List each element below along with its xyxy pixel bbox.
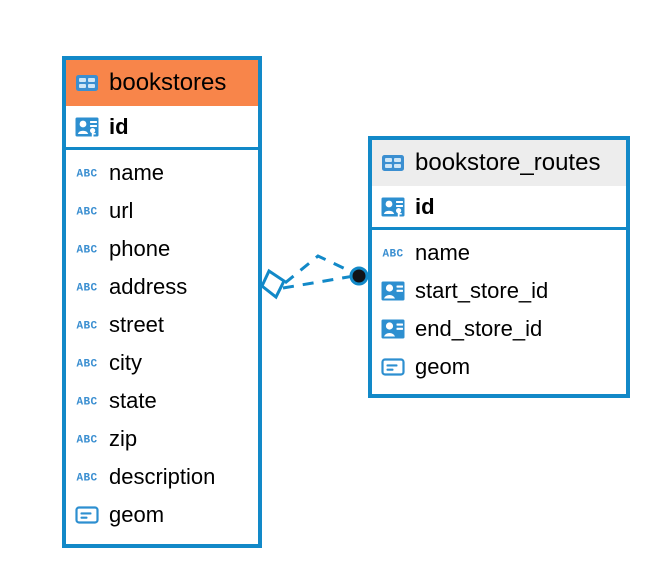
field-row-description[interactable]: ABC description xyxy=(66,458,258,496)
field-row-phone[interactable]: ABC phone xyxy=(66,230,258,268)
field-row-city[interactable]: ABC city xyxy=(66,344,258,382)
field-row-start-store-id[interactable]: start_store_id xyxy=(372,272,626,310)
entity-bookstores[interactable]: bookstores id xyxy=(62,56,262,548)
abc-icon: ABC xyxy=(74,274,100,300)
field-label: state xyxy=(109,388,157,413)
table-icon xyxy=(74,70,100,96)
field-row-end-store-id[interactable]: end_store_id xyxy=(372,310,626,348)
abc-icon: ABC xyxy=(74,312,100,338)
field-row-state[interactable]: ABC state xyxy=(66,382,258,420)
field-label: address xyxy=(109,274,188,299)
primary-key-icon xyxy=(380,194,406,220)
field-row-primary-key[interactable]: id xyxy=(66,106,258,150)
abc-icon: ABC xyxy=(74,160,100,186)
svg-text:ABC: ABC xyxy=(76,435,97,447)
foreign-key-icon xyxy=(380,316,406,342)
abc-icon: ABC xyxy=(380,240,406,266)
field-label: street xyxy=(109,312,165,337)
abc-icon: ABC xyxy=(74,198,100,224)
entity-title: bookstore_routes xyxy=(415,149,601,176)
foreign-key-icon xyxy=(380,278,406,304)
field-row-address[interactable]: ABC address xyxy=(66,268,258,306)
field-row-geom[interactable]: geom xyxy=(66,496,258,534)
field-label: zip xyxy=(109,426,138,451)
field-label: name xyxy=(109,160,165,185)
entity-header-bookstores[interactable]: bookstores xyxy=(66,60,258,106)
field-list-bookstores: ABC name ABC url ABC pho xyxy=(66,150,258,538)
field-label: geom xyxy=(109,502,165,527)
field-row-name[interactable]: ABC name xyxy=(66,154,258,192)
field-label: id xyxy=(109,113,129,139)
field-label: start_store_id xyxy=(415,278,549,303)
field-label: geom xyxy=(415,354,471,379)
field-label: city xyxy=(109,350,142,375)
field-row-geom[interactable]: geom xyxy=(372,348,626,386)
abc-icon: ABC xyxy=(74,350,100,376)
field-row-zip[interactable]: ABC zip xyxy=(66,420,258,458)
relationship-line-upper xyxy=(284,254,355,285)
svg-text:ABC: ABC xyxy=(76,321,97,333)
field-label: name xyxy=(415,240,471,265)
svg-text:ABC: ABC xyxy=(76,169,97,181)
field-label: end_store_id xyxy=(415,316,543,341)
entity-title: bookstores xyxy=(109,69,227,96)
geometry-icon xyxy=(380,354,406,380)
field-label: url xyxy=(109,198,134,223)
abc-icon: ABC xyxy=(74,426,100,452)
table-icon xyxy=(380,150,406,176)
field-row-street[interactable]: ABC street xyxy=(66,306,258,344)
abc-icon: ABC xyxy=(74,388,100,414)
field-label: phone xyxy=(109,236,171,261)
field-row-name[interactable]: ABC name xyxy=(372,234,626,272)
relationship-line-lower xyxy=(282,274,355,290)
svg-text:ABC: ABC xyxy=(76,207,97,219)
svg-text:ABC: ABC xyxy=(76,397,97,409)
svg-text:ABC: ABC xyxy=(76,245,97,257)
primary-key-icon xyxy=(74,114,100,140)
field-row-url[interactable]: ABC url xyxy=(66,192,258,230)
svg-text:ABC: ABC xyxy=(382,249,403,261)
svg-text:ABC: ABC xyxy=(76,359,97,371)
field-list-bookstore-routes: ABC name start_store_id xyxy=(372,230,626,390)
svg-text:ABC: ABC xyxy=(76,283,97,295)
relationship-diamond-marker xyxy=(260,268,286,300)
svg-text:ABC: ABC xyxy=(76,473,97,485)
entity-bookstore-routes[interactable]: bookstore_routes id xyxy=(368,136,630,398)
entity-header-bookstore-routes[interactable]: bookstore_routes xyxy=(372,140,626,186)
geometry-icon xyxy=(74,502,100,528)
abc-icon: ABC xyxy=(74,236,100,262)
relationship-circle-marker xyxy=(349,266,369,286)
abc-icon: ABC xyxy=(74,464,100,490)
field-row-primary-key[interactable]: id xyxy=(372,186,626,230)
field-label: description xyxy=(109,464,216,489)
field-label: id xyxy=(415,193,435,219)
